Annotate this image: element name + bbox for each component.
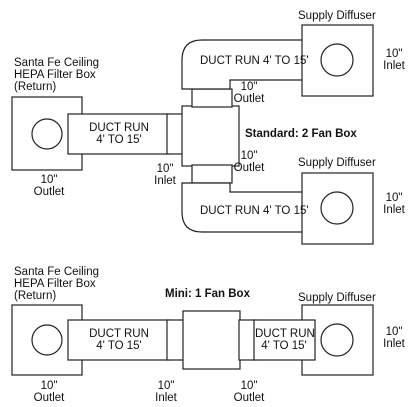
mini-duct-right: [253, 319, 316, 361]
standard-title: Standard: 2 Fan Box: [245, 128, 357, 140]
mini-outlet-label: 10" Outlet: [233, 380, 265, 404]
upper-duct-label: DUCT RUN 4' TO 15': [200, 55, 309, 67]
upper-duct-standard: [181, 39, 311, 90]
mini-inlet-label: 10" Inlet: [155, 380, 177, 404]
mini-title: Mini: 1 Fan Box: [165, 288, 250, 300]
upper-outlet-collar: [191, 88, 233, 108]
lower-duct-label: DUCT RUN 4' TO 15': [200, 205, 309, 217]
mini-diffuser-inlet-label: 10" Inlet: [383, 326, 405, 350]
fan-box-inlet-collar: [166, 113, 184, 155]
lower-outlet-collar: [191, 164, 233, 184]
mini-duct-left-label: DUCT RUN 4' TO 15': [89, 328, 149, 352]
return-label-mini: Santa Fe Ceiling HEPA Filter Box (Return…: [14, 266, 100, 302]
return-outlet-label-standard: 10" Outlet: [33, 174, 65, 198]
hepa-filter-outlet-circle: [31, 118, 63, 150]
main-duct-label-standard: DUCT RUN 4' TO 15': [89, 122, 149, 146]
mini-return-outlet-label: 10" Outlet: [33, 380, 65, 404]
upper-outlet-label: 10" Outlet: [233, 81, 265, 105]
return-label-standard: Santa Fe Ceiling HEPA Filter Box (Return…: [14, 57, 100, 93]
fan-box-standard: [181, 105, 240, 167]
upper-diffuser-inlet-label: 10" Inlet: [383, 48, 405, 72]
inlet-label-standard: 10" Inlet: [154, 163, 176, 187]
main-duct-standard: [67, 113, 171, 155]
fan-box-mini: [182, 310, 241, 370]
lower-duct-standard: [181, 182, 311, 233]
mini-inlet-collar: [166, 319, 185, 361]
lower-diffuser-inlet-label: 10" Inlet: [383, 192, 405, 216]
mini-diffuser-label: Supply Diffuser: [298, 292, 376, 304]
lower-diffuser-circle: [320, 191, 354, 225]
mini-diffuser-circle: [320, 323, 354, 357]
upper-diffuser-circle: [320, 43, 354, 77]
hepa-filter-mini-circle: [31, 324, 63, 356]
mini-duct-left: [67, 319, 171, 361]
lower-diffuser-label: Supply Diffuser: [298, 157, 376, 169]
lower-outlet-label: 10" Outlet: [233, 150, 265, 174]
upper-supply-diffuser: [301, 24, 374, 97]
upper-diffuser-label: Supply Diffuser: [298, 10, 376, 22]
mini-duct-right-label: DUCT RUN 4' TO 15': [255, 328, 315, 352]
